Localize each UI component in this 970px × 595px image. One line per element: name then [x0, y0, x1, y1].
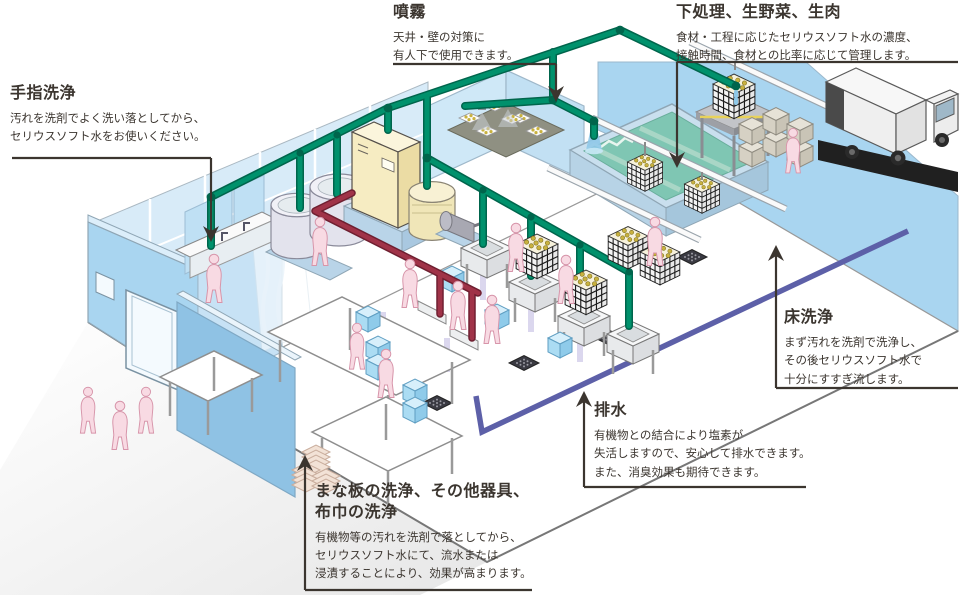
callout-title: 床洗浄 [784, 309, 834, 326]
callout-title: 噴霧 [393, 4, 427, 21]
callout-pretreatment: 下処理、生野菜、生肉 食材・工程に応じたセリウスソフト水の濃度、 接触時間、食材… [676, 3, 918, 66]
soft-water-generator [342, 121, 428, 253]
callout-hand-wash: 手指洗浄 汚れを洗剤でよく洗い落としてから、 セリウスソフト水をお使いください。 [10, 84, 206, 147]
callout-cutting-board: まな板の洗浄、その他器具、 布巾の洗浄 有機物等の汚れを洗剤で落としてから、 セ… [315, 482, 532, 584]
generator-display [381, 157, 395, 173]
callout-title: 手指洗浄 [10, 85, 77, 102]
callout-floor-wash: 床洗浄 まず汚れを洗剤で洗浄し、 その後セリウスソフト水で 十分にすすぎ流します… [784, 308, 922, 389]
hot-water-pipes [311, 189, 482, 342]
faucets [221, 222, 250, 241]
callout-title: 下処理、生野菜、生肉 [676, 4, 842, 21]
cargo-opening [826, 82, 844, 130]
water-stream [586, 132, 602, 150]
callout-body: 汚れを洗剤でよく洗い落としてから、 セリウスソフト水をお使いください。 [10, 112, 206, 144]
receiving-area [694, 73, 814, 176]
callout-arrows [203, 86, 784, 471]
callout-title: 排水 [594, 402, 628, 419]
callout-body: 天井・壁の対策に 有人下で使用できます。 [393, 31, 519, 63]
spray-cone [498, 109, 518, 127]
soft-water-pipes [206, 25, 741, 330]
spray-room [427, 69, 585, 181]
callout-title: まな板の洗浄、その他器具、 布巾の洗浄 [315, 483, 530, 521]
callout-body: まず汚れを洗剤で洗浄し、 その後セリウスソフト水で 十分にすすぎ流します。 [784, 336, 922, 386]
main-drain-line [473, 228, 910, 437]
callout-spray: 噴霧 天井・壁の対策に 有人下で使用できます。 [393, 3, 518, 66]
front-left-wall-inner [176, 300, 296, 499]
wall-window [95, 271, 115, 301]
callout-body: 食材・工程に応じたセリウスソフト水の濃度、 接触時間、食材との比率に応じて管理し… [676, 31, 918, 63]
spray-cone [472, 112, 492, 130]
windshield [935, 97, 955, 123]
hoist-rails [546, 38, 852, 244]
callout-body: 有機物との結合により塩素が 失活しますので、安心して排水できます。 また、消臭効… [594, 429, 811, 479]
delivery-truck [818, 67, 960, 192]
callout-body: 有機物等の汚れを洗剤で落としてから、 セリウスソフト水にて、流水または 浸漬する… [315, 531, 532, 581]
callout-drainage: 排水 有機物との結合により塩素が 失活しますので、安心して排水できます。 また、… [594, 401, 811, 482]
callout-lines [12, 60, 958, 592]
